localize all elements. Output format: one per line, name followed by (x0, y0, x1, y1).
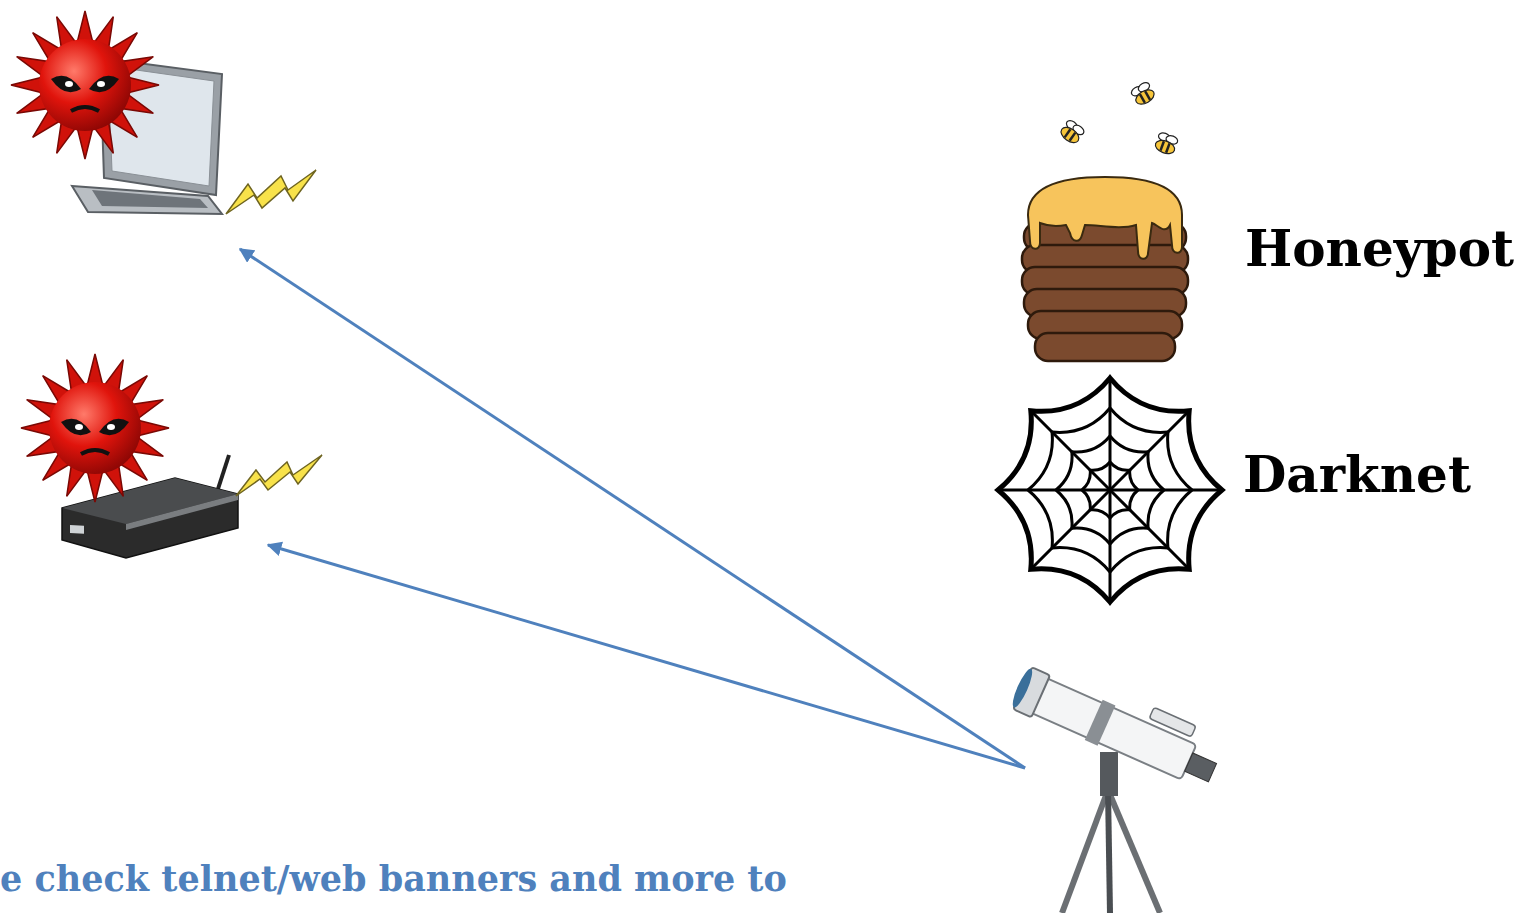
laptop-keyboard (92, 190, 208, 208)
web-ring (998, 378, 1222, 602)
bee-stripe (1070, 133, 1076, 141)
tube-body (1020, 673, 1196, 779)
bee-icon (1130, 81, 1157, 107)
observation-arrow (268, 545, 1025, 768)
router-port (70, 525, 84, 534)
node-label: Honeypot (1245, 220, 1514, 278)
note-text: e check telnet/web banners and more to (0, 858, 787, 900)
honeypot-node: Honeypot (1000, 75, 1200, 365)
malware-icon (11, 11, 159, 159)
web-ring (1082, 462, 1138, 518)
honey-top (1028, 177, 1182, 259)
telescope-mount (1100, 752, 1118, 796)
darknet-node: Darknet (995, 370, 1225, 610)
bee-icon (1058, 119, 1085, 146)
honeypot-outline (1000, 75, 1200, 365)
laptop-base (72, 186, 222, 214)
bee-icon (1154, 131, 1179, 156)
tube-lens (1009, 667, 1035, 709)
bee-body (1133, 87, 1156, 107)
lightning-bolt (236, 455, 322, 496)
router-front-edge (126, 494, 238, 530)
tripod-leg (1108, 790, 1160, 913)
router-antenna (217, 455, 229, 492)
observation-arrow (240, 249, 1025, 768)
router-body (62, 478, 238, 558)
bee-stripe (1065, 129, 1071, 137)
router-top (62, 478, 238, 524)
bee-body (1154, 138, 1177, 156)
finder-scope (1149, 707, 1196, 737)
pot-ring (1035, 333, 1175, 361)
bee-stripe (1166, 143, 1169, 152)
malware-icon (21, 354, 169, 502)
eyepiece (1185, 753, 1217, 782)
telescope-tube (1009, 653, 1228, 794)
web-ring (1056, 436, 1164, 544)
bee-body (1058, 124, 1081, 145)
telescope-icon (1009, 653, 1228, 913)
bee-stripe (1140, 94, 1145, 103)
lightning-bolt (226, 170, 316, 214)
tube-ring (1085, 700, 1116, 746)
darknet-outline (995, 370, 1225, 610)
tripod-leg (1108, 790, 1110, 913)
tripod-leg (1062, 790, 1108, 913)
bee-stripe (1160, 141, 1163, 150)
web-ring (1028, 408, 1192, 572)
node-label: Darknet (1243, 446, 1471, 504)
bee-stripe (1145, 91, 1150, 100)
